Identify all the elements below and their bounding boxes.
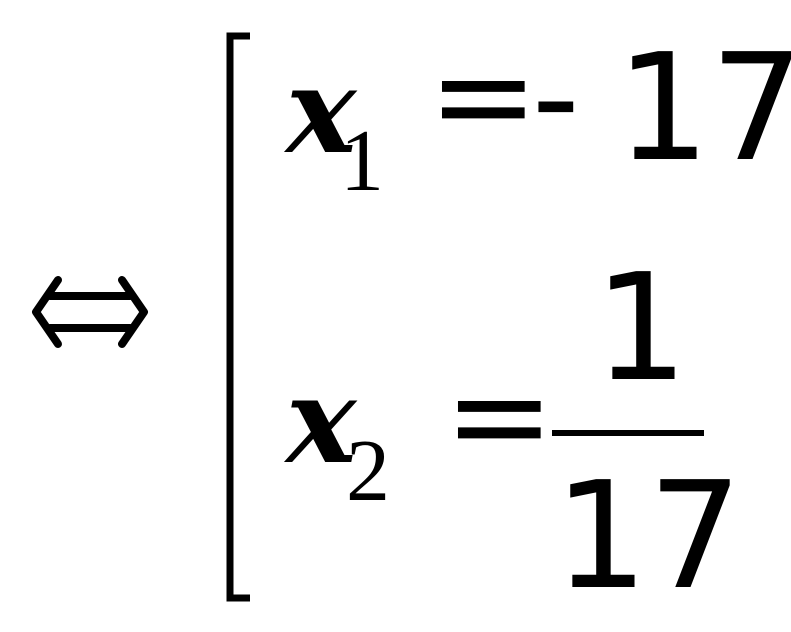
x2-subscript: 2	[346, 423, 390, 520]
equals-sign: =	[444, 339, 555, 493]
left-square-bracket	[226, 32, 250, 602]
x1-subscript: 1	[340, 113, 384, 210]
fraction-numerator: 1	[594, 242, 689, 414]
double-arrow-icon	[32, 276, 148, 348]
minus-sign: -	[532, 21, 580, 175]
fraction-bar	[552, 430, 704, 436]
equals-sign: =	[428, 19, 539, 173]
fraction-denominator: 17	[554, 450, 743, 622]
x2-variable: x	[286, 351, 357, 490]
x1-value: 17	[616, 22, 791, 194]
x1-variable: x	[286, 41, 357, 180]
